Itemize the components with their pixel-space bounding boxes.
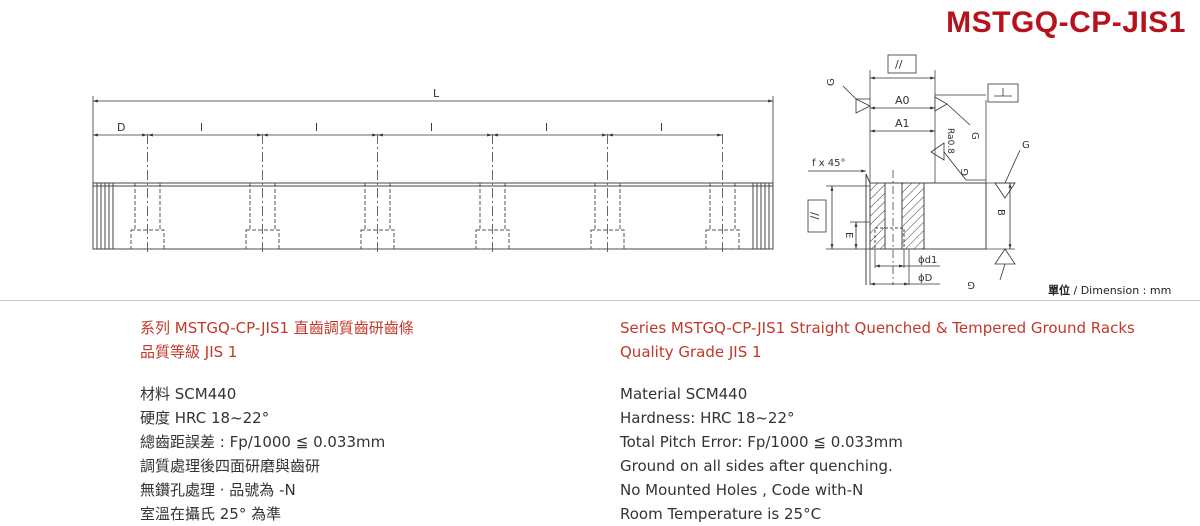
unit-label-en: / Dimension : mm [1070, 284, 1172, 297]
label-G-2: G [969, 132, 980, 140]
unit-note: 單位 / Dimension : mm [1048, 282, 1171, 298]
spec-line: 調質處理後四面研磨與齒研 [140, 457, 321, 475]
spec-line: No Mounted Holes , Code with-N [620, 481, 864, 499]
parallel-icon-left: // [808, 212, 821, 220]
section-divider [0, 300, 1200, 301]
quality-grade-en: Quality Grade JIS 1 [620, 343, 762, 361]
parallel-symbol-top [870, 54, 935, 80]
label-G-1: G [826, 78, 837, 86]
spec-line: Total Pitch Error: Fp/1000 ≦ 0.033mm [620, 433, 903, 451]
label-l-2: l [315, 121, 318, 134]
spec-line: Hardness: HRC 18~22° [620, 409, 795, 427]
label-G-4: G [1022, 140, 1030, 151]
product-code-title: MSTGQ-CP-JIS1 [946, 6, 1186, 39]
spec-line: 無鑽孔處理 · 品號為 -N [140, 481, 296, 499]
technical-drawing: L D l l l l l [92, 54, 1030, 290]
label-l-3: l [430, 121, 433, 134]
unit-label-zh: 單位 [1048, 284, 1070, 297]
label-l-4: l [545, 121, 548, 134]
label-l-1: l [200, 121, 203, 134]
quality-grade-zh: 品質等級 JIS 1 [140, 343, 238, 361]
surface-finish-symbols [842, 85, 1021, 281]
label-A0: A0 [895, 94, 910, 107]
series-title-zh: 系列 MSTGQ-CP-JIS1 直齒調質齒研齒條 [140, 319, 414, 337]
spec-line: 總齒距誤差 : Fp/1000 ≦ 0.033mm [140, 433, 386, 451]
spec-line: Room Temperature is 25°C [620, 505, 822, 523]
parallel-symbol-left [807, 185, 870, 250]
label-E: E [843, 232, 854, 238]
label-D: D [117, 121, 125, 134]
spec-line: 材料 SCM440 [140, 385, 237, 403]
label-G-3: G [960, 168, 971, 176]
spec-column-zh: 系列 MSTGQ-CP-JIS1 直齒調質齒研齒條 品質等級 JIS 1 材料 … [140, 316, 414, 526]
label-l-5: l [660, 121, 663, 134]
spec-line: Material SCM440 [620, 385, 748, 403]
dimension-L [92, 96, 774, 183]
label-B: B [995, 209, 1006, 216]
label-phi-d1: ϕd1 [918, 255, 937, 266]
label-A1: A1 [895, 117, 910, 130]
parallel-icon: // [895, 58, 903, 71]
label-phi-D: ϕD [918, 273, 933, 284]
perpendicular-symbol [987, 83, 1019, 103]
label-L: L [433, 87, 440, 100]
spec-column-en: Series MSTGQ-CP-JIS1 Straight Quenched &… [620, 316, 1135, 526]
label-chamfer: f x 45° [812, 158, 846, 169]
hidden-holes [130, 182, 740, 250]
rack-side-view [92, 182, 774, 250]
label-G-5: G [967, 279, 975, 290]
series-title-en: Series MSTGQ-CP-JIS1 Straight Quenched &… [620, 319, 1135, 337]
spec-line: Ground on all sides after quenching. [620, 457, 893, 475]
label-ra: Ra0.8 [945, 128, 955, 154]
rack-cross-section [865, 70, 1015, 285]
spec-line: 硬度 HRC 18~22° [140, 409, 270, 427]
spec-line: 室溫在攝氏 25° 為準 [140, 505, 282, 523]
